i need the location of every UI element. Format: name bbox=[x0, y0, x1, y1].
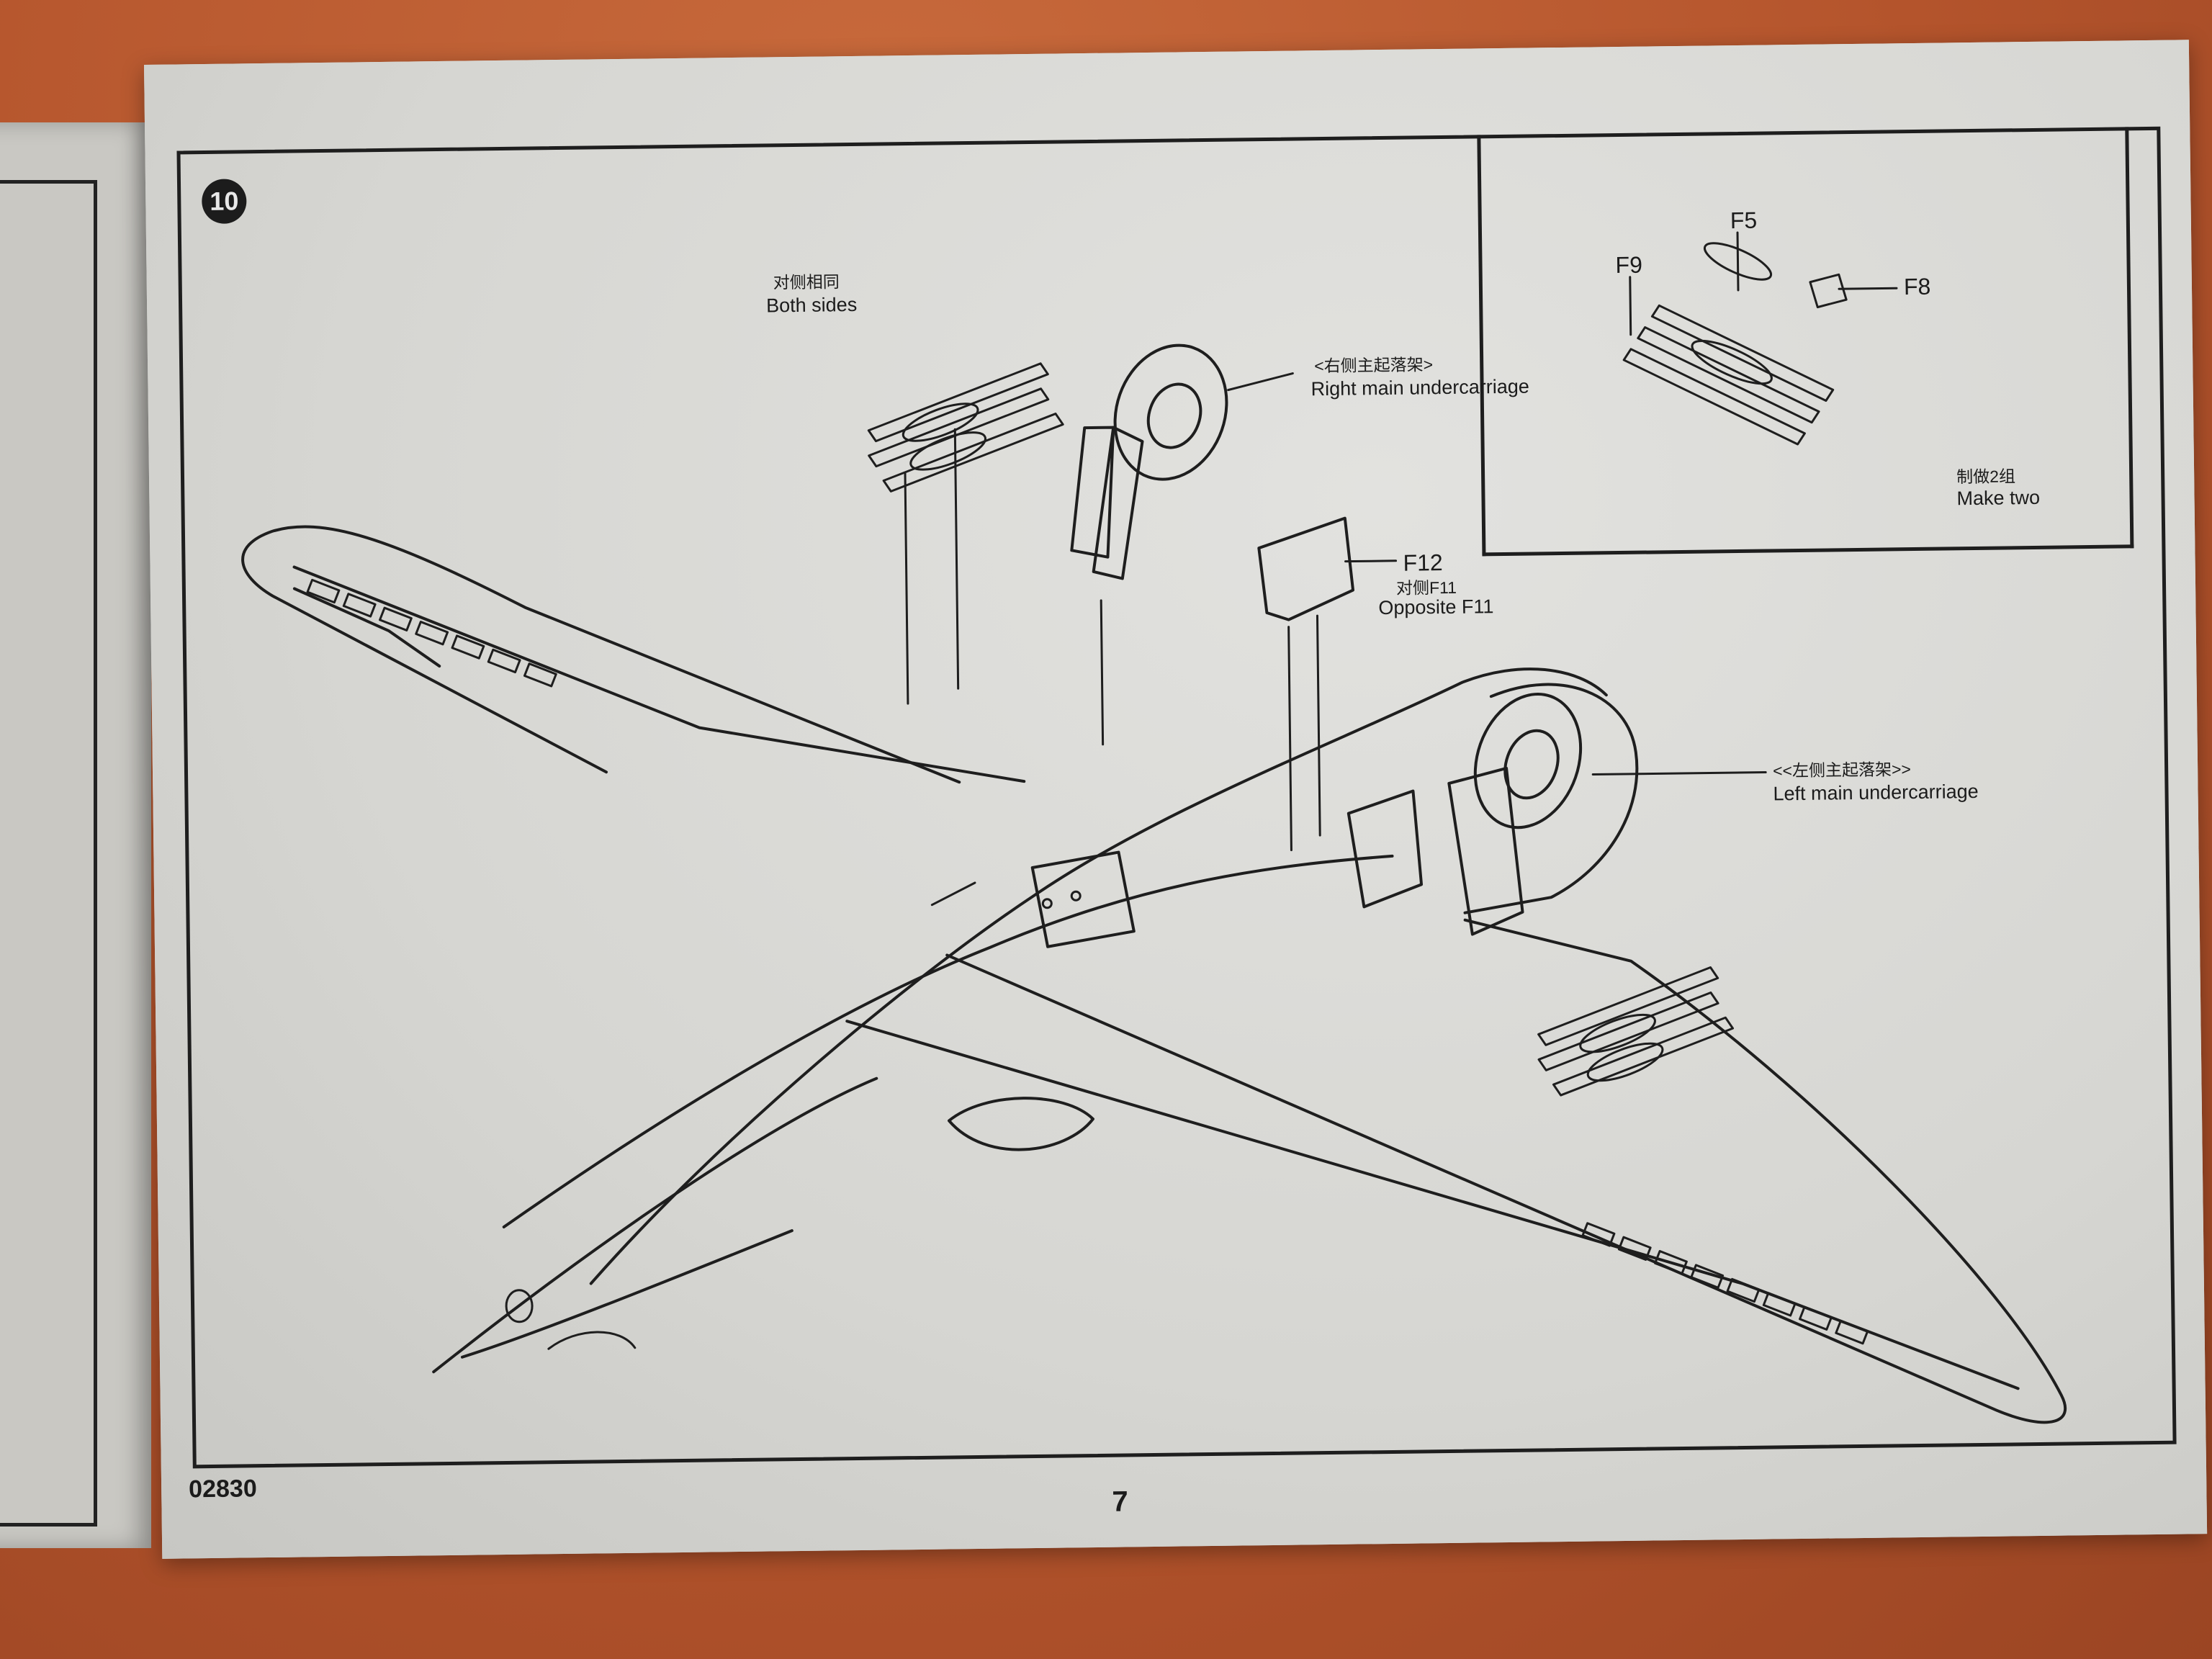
both-sides-label: Both sides bbox=[765, 293, 858, 317]
rocket-rails-upper bbox=[867, 362, 1064, 493]
leader-lines bbox=[904, 231, 1898, 852]
left-undercarriage-cn-label: <<左侧主起落架>> bbox=[1772, 760, 1912, 781]
right-gear-leg bbox=[1092, 426, 1144, 580]
f9-label: F9 bbox=[1615, 251, 1643, 279]
right-wheel bbox=[1113, 343, 1228, 481]
rocket-rails-lower bbox=[1537, 966, 1735, 1097]
left-wheel bbox=[1473, 692, 1583, 830]
aircraft-line-drawing bbox=[241, 231, 2067, 1424]
make-two-label: Make two bbox=[1956, 486, 2041, 510]
left-page-frame bbox=[0, 180, 97, 1527]
engine-cowling bbox=[1463, 683, 1639, 914]
fuselage-details bbox=[505, 881, 1082, 1350]
upper-wing-flap bbox=[292, 587, 441, 668]
page-number: 7 bbox=[1112, 1485, 1128, 1518]
right-undercarriage-cn-label: <右侧主起落架> bbox=[1314, 355, 1434, 376]
f5-label: F5 bbox=[1730, 207, 1758, 234]
right-gear-door bbox=[1070, 426, 1115, 559]
lower-wing-outline bbox=[945, 918, 2067, 1424]
f12-part bbox=[1257, 516, 1355, 621]
left-page bbox=[0, 122, 151, 1548]
opposite-cn-label: 对侧F11 bbox=[1395, 577, 1457, 598]
instruction-page: 10 对侧相同 Both sides <右侧主起落架> Right main u… bbox=[144, 40, 2208, 1559]
chin-scoop bbox=[947, 1097, 1094, 1151]
both-sides-cn-label: 对侧相同 bbox=[773, 272, 840, 292]
f12-installed bbox=[1346, 789, 1424, 909]
fuselage-lower bbox=[502, 854, 1394, 1229]
fuselage-spine bbox=[432, 1076, 878, 1374]
right-undercarriage-label: Right main undercarriage bbox=[1310, 375, 1529, 400]
right-wheel-hub bbox=[1146, 382, 1202, 449]
kit-code: 02830 bbox=[188, 1475, 257, 1503]
rear-fuselage bbox=[460, 1229, 793, 1359]
opposite-f11-label: Opposite F11 bbox=[1378, 595, 1494, 619]
inset-rocket-rails bbox=[1622, 242, 1848, 446]
make-two-cn-label: 制做2组 bbox=[1956, 467, 2016, 487]
left-wheel-hub bbox=[1503, 729, 1560, 800]
upper-wing-leading-edge bbox=[292, 565, 1026, 783]
left-gear-door bbox=[1447, 766, 1524, 936]
fuselage-upper bbox=[589, 667, 1608, 1285]
lower-aileron-slots bbox=[1581, 1222, 1869, 1345]
f12-label: F12 bbox=[1403, 549, 1443, 576]
left-undercarriage-label: Left main undercarriage bbox=[1773, 780, 1979, 805]
upper-aileron-slots bbox=[306, 578, 557, 688]
upper-wing-outline bbox=[241, 525, 961, 784]
belly-intake bbox=[1030, 850, 1136, 948]
f8-label: F8 bbox=[1903, 273, 1931, 300]
